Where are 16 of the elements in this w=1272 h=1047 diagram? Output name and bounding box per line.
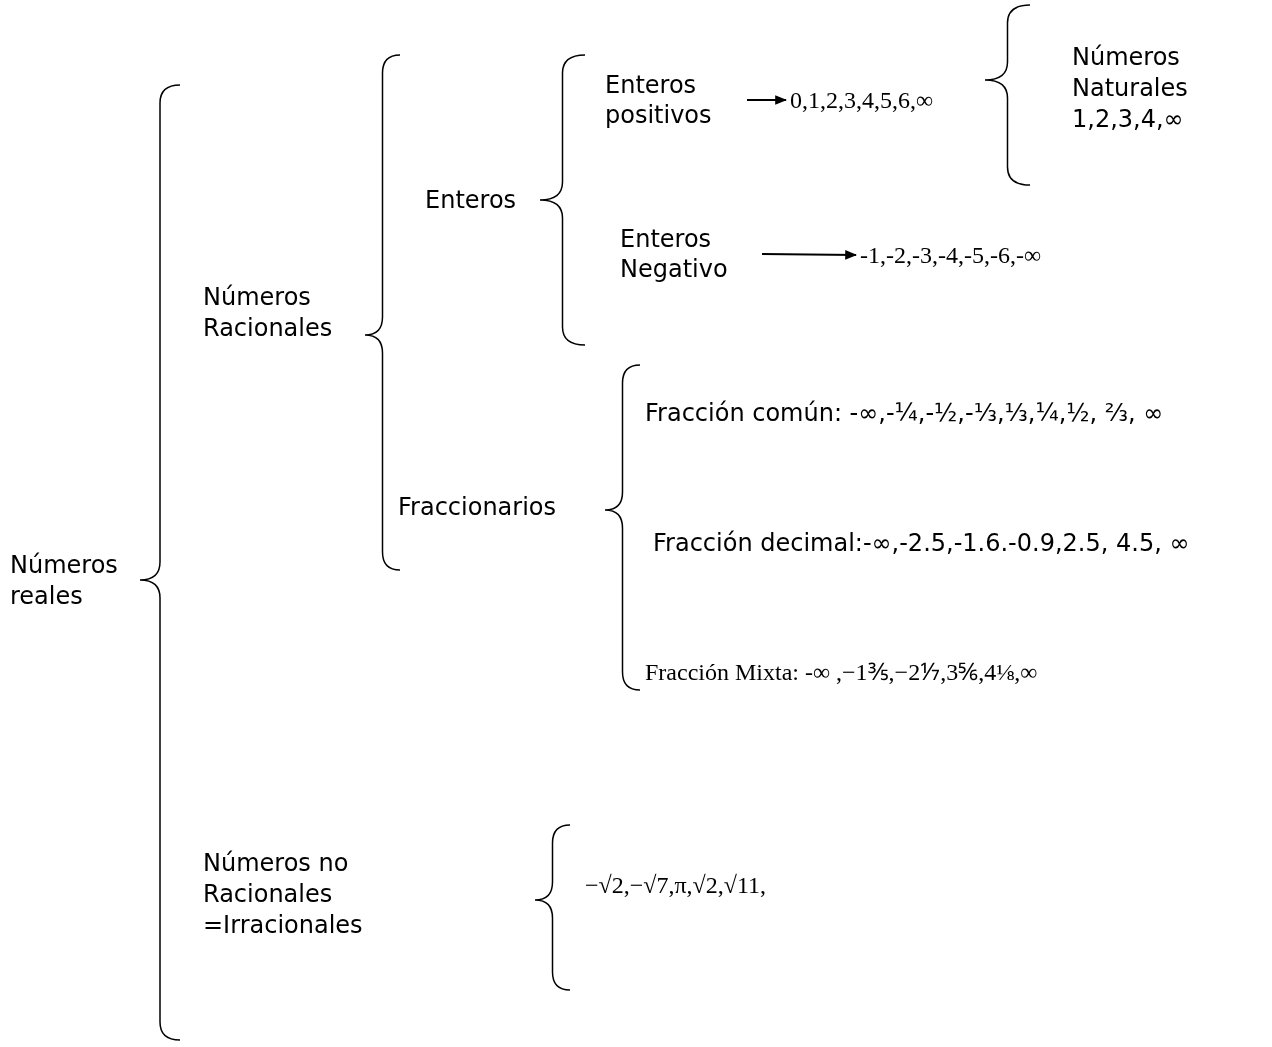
category-label: Números no Racionales =Irracionales	[203, 848, 364, 941]
example-text: Fracción decimal:-∞,-2.5,-1.6.-0.9,2.5, 4.5, ∞	[653, 528, 1191, 559]
example-text: Fracción común: -∞,-¼,-½,-⅓,⅓,¼,½, ⅔, ∞	[645, 398, 1165, 429]
category-label: Fraccionarios	[398, 492, 557, 523]
category-text: Enteros positivos	[605, 70, 713, 130]
example-text: Fracción Mixta: -∞ ,−1⅗,−2⅐,3⅚,4⅛,∞	[645, 658, 1039, 687]
category-label: Números Naturales 1,2,3,4,∞	[1072, 42, 1189, 135]
category-text: 0,1,2,3,4,5,6,∞	[790, 86, 934, 115]
category-text: Enteros Negativo	[620, 224, 729, 284]
arrow	[746, 95, 788, 105]
example-text: −√2,−√7,π,√2,√11,	[585, 871, 767, 900]
category-text: -1,-2,-3,-4,-5,-6,-∞	[860, 241, 1042, 270]
category-label: Enteros	[425, 185, 518, 216]
category-label: Números reales	[10, 550, 119, 612]
arrow	[761, 250, 858, 260]
category-label: Números Racionales	[203, 282, 334, 344]
